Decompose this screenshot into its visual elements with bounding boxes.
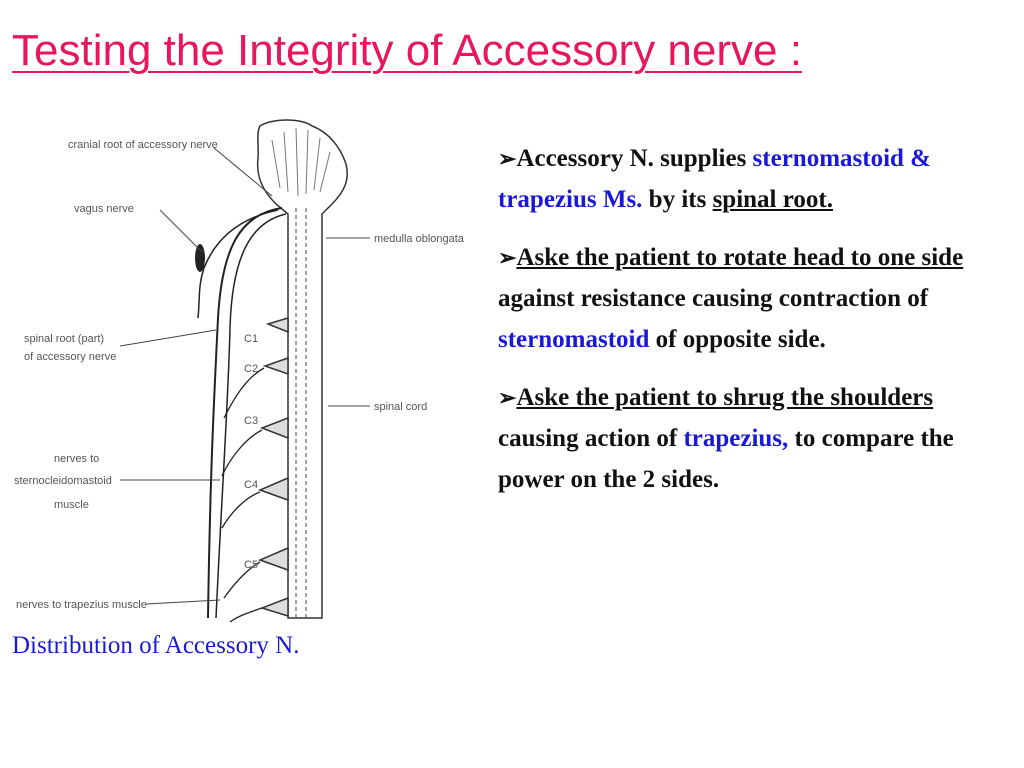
bullet-3-instruction: Aske the patient to shrug the shoulders <box>516 384 934 411</box>
diagram-svg: cranial root of accessory nerve vagus ne… <box>14 119 465 623</box>
accessory-nerve-diagram: cranial root of accessory nerve vagus ne… <box>10 118 480 626</box>
arrow-bullet-icon: ➢ <box>498 146 517 171</box>
leader-lines <box>119 147 370 605</box>
brainstem-striations <box>271 127 331 197</box>
bullet-1-text-a: Accessory N. supplies <box>516 145 753 172</box>
label-nerves-scm-2: sternocleidomastoid <box>14 475 112 487</box>
bullet-2-muscle: sternomastoid <box>498 326 650 353</box>
label-nerves-trapezius: nerves to trapezius muscle <box>16 599 147 611</box>
label-c2: C2 <box>244 363 258 375</box>
bullet-3-muscle: trapezius, <box>683 425 789 452</box>
figure-caption: Distribution of Accessory N. <box>12 632 300 659</box>
arrow-bullet-icon: ➢ <box>498 385 517 410</box>
bullet-3: ➢Aske the patient to shrug the shoulders… <box>498 377 1013 500</box>
bullet-2-text-a: against resistance causing contraction o… <box>498 285 929 312</box>
label-c3: C3 <box>244 415 258 427</box>
bullet-3-text-b: to compare the power on the 2 sides. <box>498 425 954 493</box>
accessory-spinal-root <box>207 207 283 619</box>
bullet-2: ➢Aske the patient to rotate head to one … <box>498 237 1013 360</box>
label-spinal-cord: spinal cord <box>374 401 427 413</box>
bullet-1-muscles: sternomastoid & trapezius Ms. <box>498 145 932 213</box>
spinal-nerve-roots <box>257 316 289 618</box>
label-spinal-root-2: of accessory nerve <box>24 351 116 363</box>
bullet-1-spinal-root: spinal root. <box>712 186 833 213</box>
spinal-cord-lines <box>295 208 307 618</box>
bullet-3-text-a: causing action of <box>498 425 684 452</box>
bullet-1-text-b: by its <box>642 186 713 213</box>
label-spinal-root-1: spinal root (part) <box>24 333 104 345</box>
bullet-2-text-b: of opposite side. <box>649 326 826 353</box>
trapezius-branches <box>223 561 263 623</box>
label-c4: C4 <box>244 479 258 491</box>
brainstem-outline <box>256 119 348 619</box>
label-c1: C1 <box>244 333 258 345</box>
bullet-list: ➢Accessory N. supplies sternomastoid & t… <box>498 138 1013 517</box>
label-cranial-root: cranial root of accessory nerve <box>68 139 218 151</box>
vagus-nerve <box>197 209 279 319</box>
bullet-2-instruction: Aske the patient to rotate head to one s… <box>516 244 964 271</box>
label-nerves-scm-3: muscle <box>54 499 89 511</box>
label-vagus-nerve: vagus nerve <box>74 203 134 215</box>
bullet-1: ➢Accessory N. supplies sternomastoid & t… <box>498 138 1013 220</box>
arrow-bullet-icon: ➢ <box>498 245 517 270</box>
label-medulla: medulla oblongata <box>374 233 465 245</box>
vagus-ganglion <box>195 244 205 272</box>
slide-title: Testing the Integrity of Accessory nerve… <box>12 26 802 75</box>
label-nerves-scm-1: nerves to <box>54 453 99 465</box>
label-c5: C5 <box>244 559 258 571</box>
scm-branches <box>221 367 265 529</box>
accessory-spinal-root-2 <box>215 213 287 619</box>
